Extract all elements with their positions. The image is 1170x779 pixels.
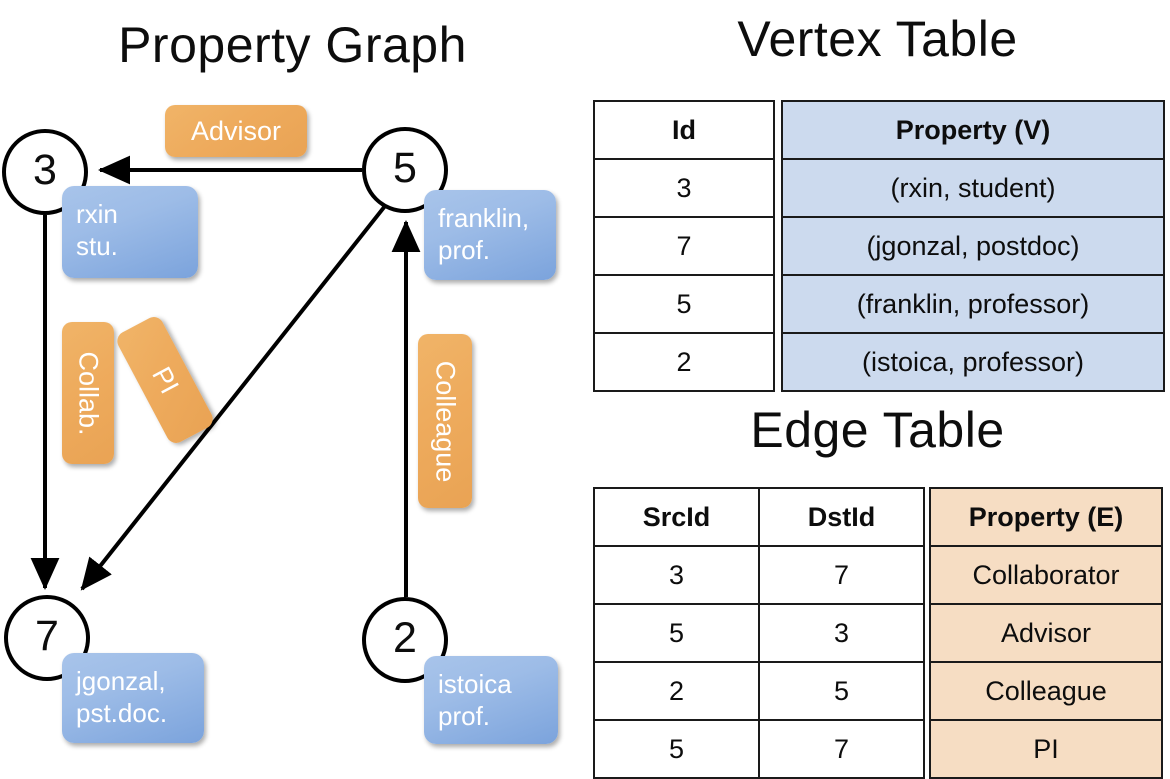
edge-label-collab: Collab. [62,322,114,464]
table-row[interactable]: (rxin, student) [781,158,1165,218]
node-property-callout-3-line1: rxin [76,199,118,229]
node-property-callout-3: rxin stu. [62,186,198,278]
graph-node-3-label: 3 [33,145,57,194]
edge-table-cell-dstid: 7 [758,545,925,605]
table-row[interactable]: Collaborator [929,545,1163,605]
table-row[interactable]: 5 7 [593,719,925,779]
edge-table-header-srcid: SrcId [593,487,760,547]
edge-table-cell-dstid: 5 [758,661,925,721]
edge-table-cell-dstid: 3 [758,603,925,663]
property-graph-diagram: 3 5 7 2 rxin stu. franklin, prof. jgonza… [0,0,585,760]
node-property-callout-7-line2: pst.doc. [76,698,168,728]
table-row[interactable]: (istoica, professor) [781,332,1165,392]
vertex-table-id-column: Id 3 7 5 2 [593,100,775,392]
edge-table-cell-dstid: 7 [758,719,925,779]
vertex-table-cell-property: (rxin, student) [781,158,1165,218]
page-title-vertex-table: Vertex Table [737,11,1018,67]
edge-label-collab-text: Collab. [73,350,104,436]
edge-label-pi-text: PI [146,361,185,399]
edge-table-id-columns: SrcId DstId 3 7 5 3 2 5 5 7 [593,487,925,779]
vertex-table-header-property: Property (V) [781,100,1165,160]
table-row[interactable]: 7 [593,216,775,276]
table-row[interactable]: (jgonzal, postdoc) [781,216,1165,276]
graph-node-5[interactable]: 5 [362,127,448,213]
vertex-table-cell-id: 7 [593,216,775,276]
node-property-callout-7-line1: jgonzal, [76,666,166,696]
table-row[interactable]: 5 [593,274,775,334]
vertex-table-cell-id: 2 [593,332,775,392]
graph-node-2[interactable]: 2 [362,597,448,683]
node-property-callout-2-line1: istoica [438,669,512,699]
edge-label-colleague: Colleague [418,334,472,508]
node-property-callout-5: franklin, prof. [424,190,556,280]
edge-table-cell-srcid: 3 [593,545,760,605]
edge-table-header-property: Property (E) [929,487,1163,547]
edge-label-advisor: Advisor [165,105,307,157]
table-row[interactable]: (franklin, professor) [781,274,1165,334]
edge-table-cell-srcid: 5 [593,719,760,779]
graph-node-7-label: 7 [35,611,59,660]
table-row[interactable]: Advisor [929,603,1163,663]
edge-label-pi: PI [113,313,217,447]
vertex-table-cell-property: (franklin, professor) [781,274,1165,334]
table-row[interactable]: 2 [593,332,775,392]
edge-table-cell-property: PI [929,719,1163,779]
table-row[interactable]: 3 7 [593,545,925,605]
table-header-row: Property (V) [781,100,1165,160]
edge-table-cell-property: Advisor [929,603,1163,663]
table-row[interactable]: PI [929,719,1163,779]
page-title-property-graph: Property Graph [118,17,467,73]
node-property-callout-5-line1: franklin, [438,203,530,233]
edge-table-header-dstid: DstId [758,487,925,547]
vertex-table-cell-property: (istoica, professor) [781,332,1165,392]
vertex-table-cell-property: (jgonzal, postdoc) [781,216,1165,276]
node-property-callout-2: istoica prof. [424,656,558,744]
table-header-row: SrcId DstId [593,487,925,547]
table-row[interactable]: 3 [593,158,775,218]
graph-node-2-label: 2 [393,613,417,662]
vertex-table-cell-id: 5 [593,274,775,334]
graph-node-5-label: 5 [393,143,417,192]
node-property-callout-7: jgonzal, pst.doc. [62,653,204,743]
edge-label-advisor-text: Advisor [190,115,282,146]
edge-table-cell-srcid: 5 [593,603,760,663]
edge-table-cell-property: Colleague [929,661,1163,721]
table-row[interactable]: 5 3 [593,603,925,663]
edge-table-cell-srcid: 2 [593,661,760,721]
vertex-table-cell-id: 3 [593,158,775,218]
table-row[interactable]: 2 5 [593,661,925,721]
edge-table-cell-property: Collaborator [929,545,1163,605]
table-header-row: Id [593,100,775,160]
edge-table-property-column: Property (E) Collaborator Advisor Collea… [929,487,1163,779]
table-row[interactable]: Colleague [929,661,1163,721]
node-property-callout-2-line2: prof. [438,701,491,731]
vertex-table-header-id: Id [593,100,775,160]
table-header-row: Property (E) [929,487,1163,547]
node-property-callout-3-line2: stu. [76,231,118,261]
node-property-callout-5-line2: prof. [438,235,491,265]
vertex-table-property-column: Property (V) (rxin, student) (jgonzal, p… [781,100,1165,392]
edge-label-colleague-text: Colleague [430,360,461,482]
page-title-edge-table: Edge Table [750,402,1005,458]
